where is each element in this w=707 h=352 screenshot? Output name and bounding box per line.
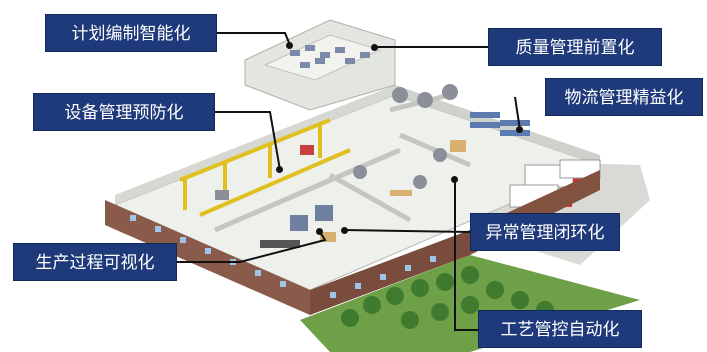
label-production: 生产过程可视化	[13, 243, 177, 281]
marker-exception	[341, 227, 348, 234]
leader-lines	[175, 32, 521, 331]
pallets	[320, 140, 466, 242]
label-exception: 异常管理闭环化	[470, 213, 620, 251]
trees	[341, 266, 554, 329]
crane	[179, 118, 351, 217]
label-plan: 计划编制智能化	[45, 14, 217, 52]
machines	[215, 84, 458, 248]
brick-wall-right	[310, 230, 470, 315]
office-desks	[290, 45, 370, 68]
label-logistics: 物流管理精益化	[545, 78, 703, 116]
label-quality: 质量管理前置化	[488, 28, 662, 66]
marker-logistics	[516, 126, 523, 133]
marker-plan	[286, 42, 293, 49]
wall-windows	[130, 215, 436, 298]
back-wall-left	[115, 85, 395, 205]
marker-process	[451, 176, 458, 183]
marker-quality	[371, 44, 378, 51]
label-process: 工艺管控自动化	[478, 310, 642, 348]
marker-equipment	[276, 166, 283, 173]
marker-production	[316, 228, 323, 235]
label-equipment: 设备管理预防化	[33, 93, 215, 131]
shelves	[470, 112, 530, 136]
